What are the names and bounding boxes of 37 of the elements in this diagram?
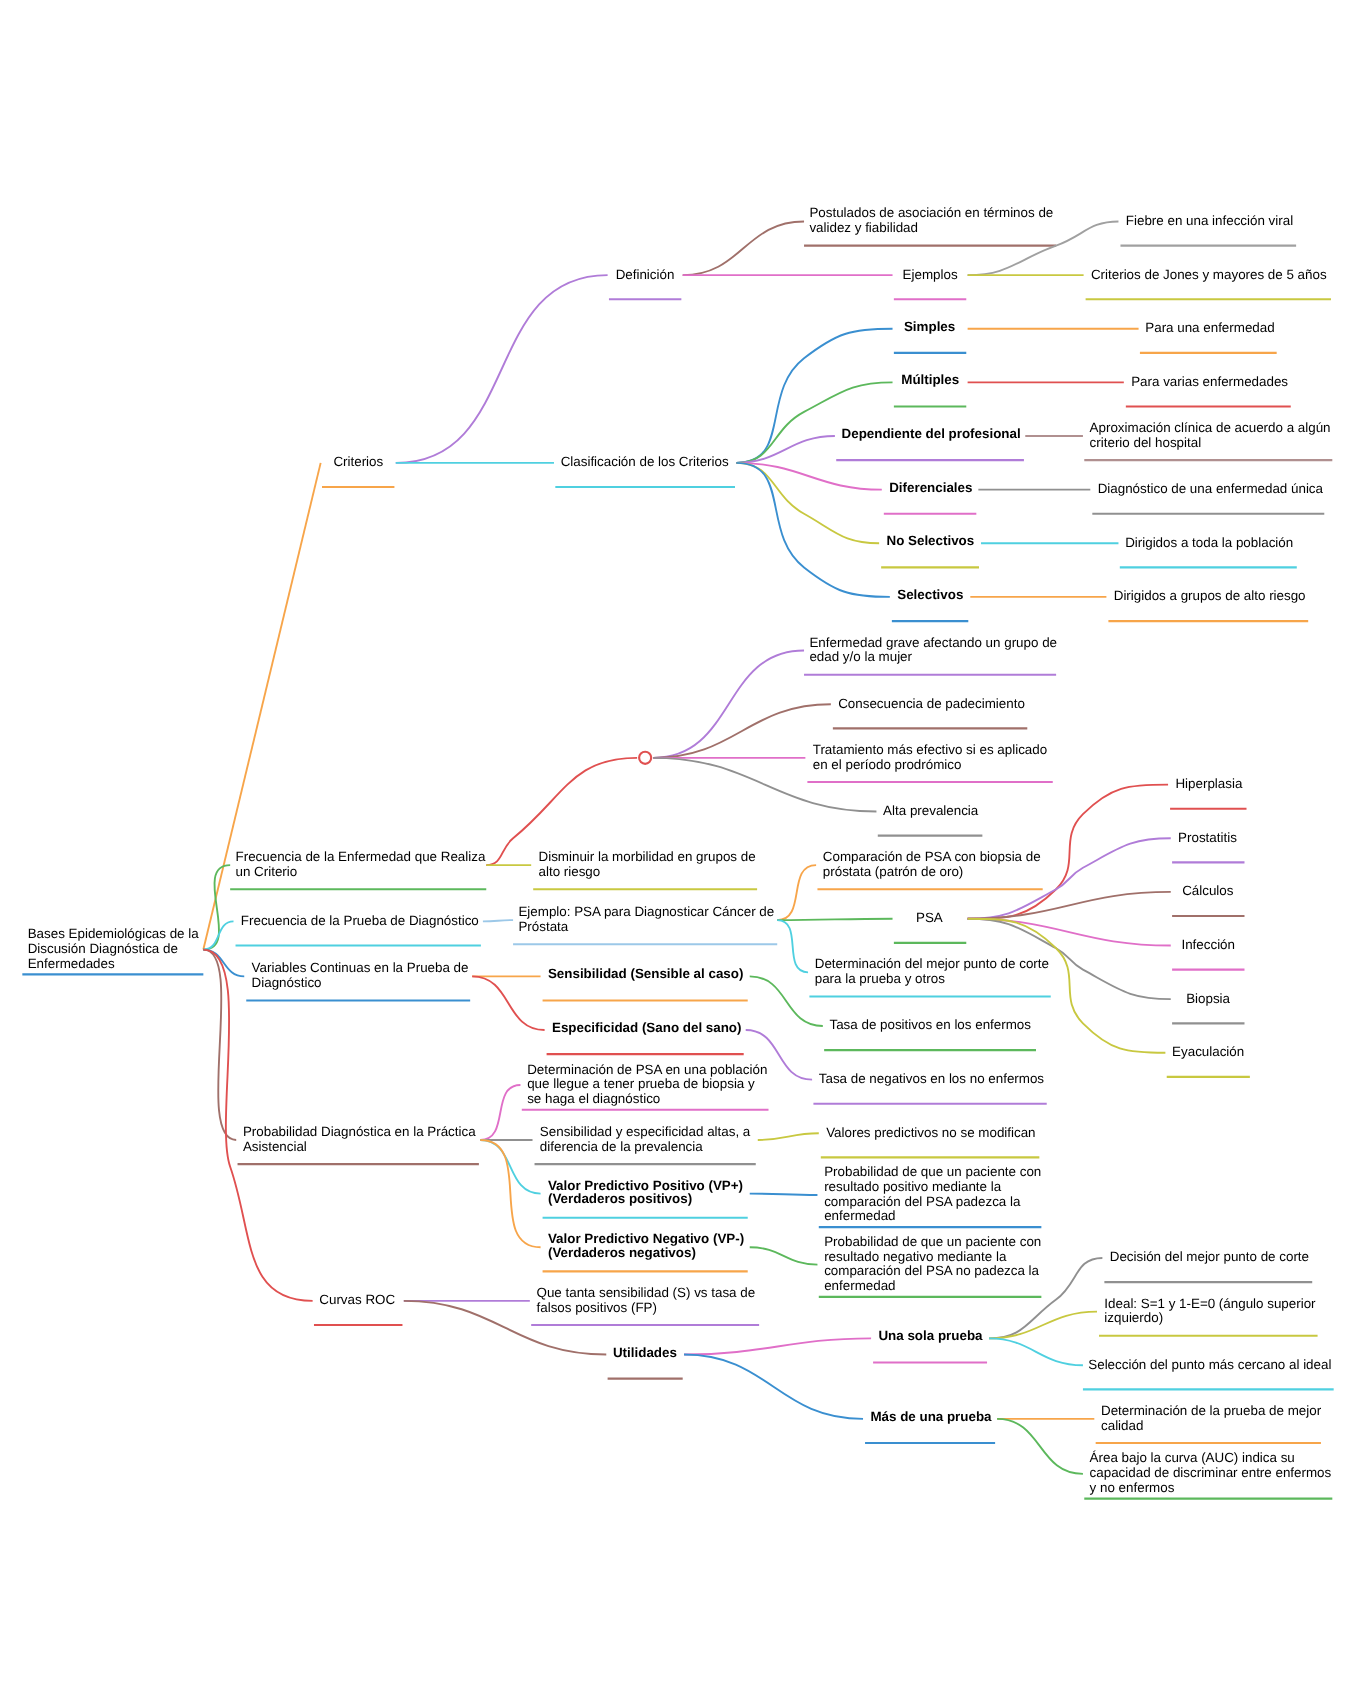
connector: [744, 1029, 814, 1081]
connector: [748, 1192, 819, 1196]
connector: [485, 864, 533, 867]
connector: [988, 1337, 1084, 1367]
connector: [776, 917, 894, 921]
connector: [969, 596, 1108, 598]
connector: [776, 919, 809, 974]
connector: [471, 975, 546, 1031]
connector: [988, 1257, 1104, 1340]
node-circle: [638, 750, 653, 765]
connector: [683, 1337, 873, 1356]
connector: [202, 948, 238, 1141]
connector: [735, 461, 891, 598]
connector: [756, 1132, 820, 1141]
connector: [683, 1353, 864, 1420]
connector: [966, 274, 1085, 277]
connector: [966, 917, 1167, 1054]
connector: [748, 1246, 819, 1266]
connector: [481, 919, 515, 923]
connector: [202, 461, 322, 951]
connector: [980, 542, 1120, 545]
connector: [977, 488, 1092, 491]
connector: [776, 864, 818, 921]
connector: [988, 1310, 1098, 1340]
connector: [394, 461, 555, 464]
connector: [681, 274, 894, 277]
connector: [966, 381, 1125, 384]
connector: [966, 327, 1140, 330]
connector: [966, 220, 1120, 277]
connector: [485, 756, 639, 867]
connector: [996, 1417, 1084, 1475]
connector: [748, 975, 824, 1027]
connector: [471, 975, 542, 978]
connector: [202, 920, 235, 951]
connector: [394, 274, 609, 464]
connector: [1024, 435, 1084, 437]
connector: [479, 1084, 522, 1141]
